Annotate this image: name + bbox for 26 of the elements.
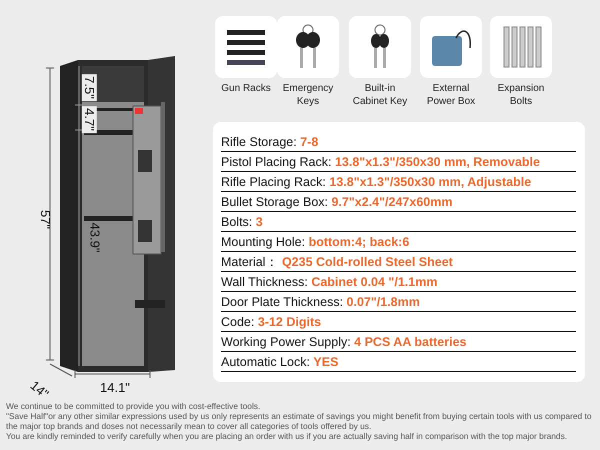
dimension-label: 7.5"	[82, 74, 97, 101]
disclaimer-text: "Save Half"or any other similar expressions used by us only represents an estimate of savings you might benefit from buying certain tools with us compared to the major top brands and doses not necessarily mean to cover all categories of tools offered by us.	[6, 411, 593, 431]
dimension-label: 4.7"	[82, 106, 97, 133]
item-caption: Gun Racks	[220, 82, 272, 95]
spec-row: Door Plate Thickness: 0.07"/1.8mm	[221, 292, 576, 312]
spec-row: Bolts: 3	[221, 212, 576, 232]
item-caption: Emergency Keys	[282, 82, 334, 108]
disclaimer-text: You are kindly reminded to verify carefully when you are placing an order with us if you are actually saving half in comparison with the top major brands.	[6, 431, 568, 441]
spec-row: Code: 3-12 Digits	[221, 312, 576, 332]
spec-row: Material： Q235 Cold-rolled Steel Sheet	[221, 252, 576, 272]
spec-row: Pistol Placing Rack: 13.8"x1.3"/350x30 mm, Removable	[221, 152, 576, 172]
dimension-label: 14.1"	[100, 380, 130, 395]
item-caption: Expansion Bolts	[496, 82, 546, 108]
dimension-label: 57"	[38, 210, 54, 230]
spec-row: Rifle Placing Rack: 13.8"x1.3"/350x30 mm, Adjustable	[221, 172, 576, 192]
spec-row: Mounting Hole: bottom:4; back:6	[221, 232, 576, 252]
spec-row: Working Power Supply: 4 PCS AA batteries	[221, 332, 576, 352]
spec-row: Bullet Storage Box: 9.7"x2.4"/247x60mm	[221, 192, 576, 212]
spec-row: Rifle Storage: 7-8	[221, 132, 576, 152]
spec-row: Wall Thickness: Cabinet 0.04 "/1.1mm	[221, 272, 576, 292]
item-caption: External Power Box	[426, 82, 476, 108]
item-caption: Built-in Cabinet Key	[352, 82, 408, 108]
spec-row: Automatic Lock: YES	[221, 352, 576, 372]
dimension-label: 43.9"	[87, 222, 102, 252]
dimension-label: 14"	[27, 378, 52, 402]
disclaimer-text: We continue to be committed to provide you with cost-effective tools.	[6, 401, 262, 411]
